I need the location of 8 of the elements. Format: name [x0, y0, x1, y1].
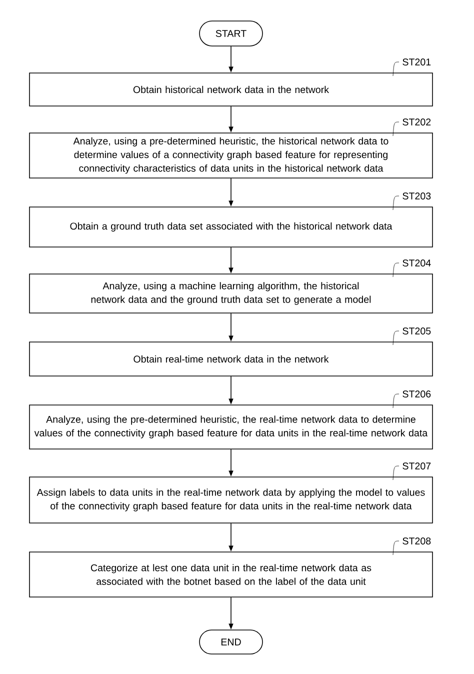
process-box: Categorize at lest one data unit in the real-time network data as associated with the botnet based on the label of the data unit [29, 552, 433, 598]
process-box: Obtain real-time network data in the network [29, 342, 433, 376]
process-box: Analyze, using a pre-determined heuristic, the historical network data to determine values of a connectivity graph based feature for representing connectivity characteristics of data units in the historical network data [29, 132, 433, 178]
process-box: Assign labels to data units in the real-time network data by applying the model to values of the connectivity graph based feature for data units in the real-time network data [29, 476, 433, 524]
process-box: Analyze, using the pre-determined heuristic, the real-time network data to determine values of the connectivity graph based feature for data units in the real-time network data [29, 404, 433, 450]
process-box: Obtain a ground truth data set associated with the historical network data [29, 206, 433, 248]
process-box: Analyze, using a machine learning algorithm, the historical network data and the ground truth data set to generate a model [29, 274, 433, 314]
process-box: Obtain historical network data in the network [29, 72, 433, 106]
